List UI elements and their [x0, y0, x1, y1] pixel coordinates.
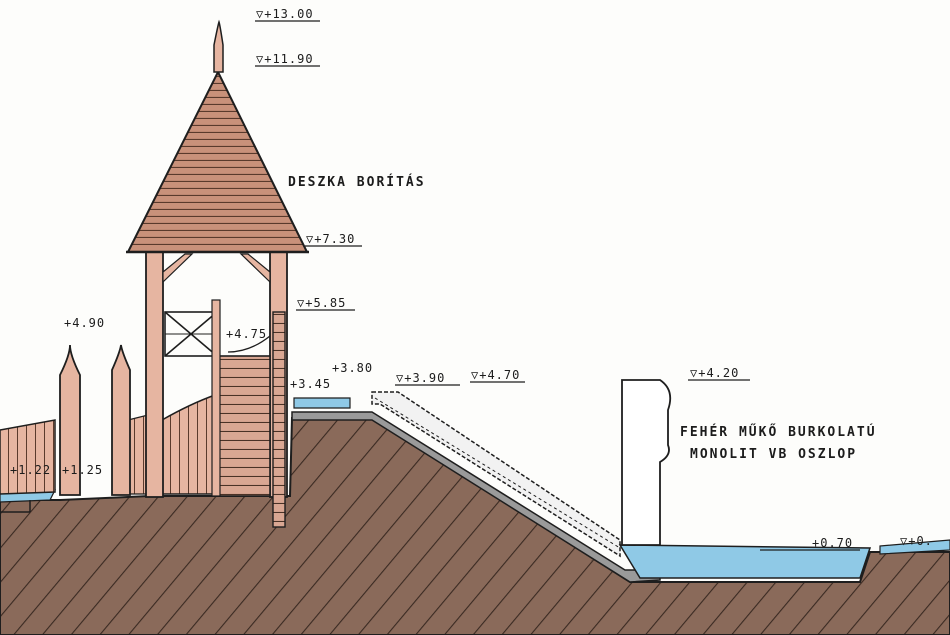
tower-roof	[126, 69, 309, 253]
level-3-80: +3.80	[332, 361, 373, 375]
slope-cladding	[371, 391, 621, 558]
level-7-30: ▽+7.30	[306, 232, 355, 246]
x-brace-railing	[164, 311, 218, 357]
water-pool-far-right	[879, 539, 950, 555]
level-1-22: +1.22	[10, 463, 51, 477]
note-pillar-line1: FEHÉR MŰKŐ BURKOLATÚ	[680, 424, 877, 440]
level-1-25: +1.25	[62, 463, 103, 477]
note-pillar-line2: MONOLIT VB OSZLOP	[690, 447, 857, 462]
left-fence	[0, 419, 56, 495]
level-4-20: ▽+4.20	[690, 366, 739, 380]
inner-fence	[127, 414, 149, 495]
level-5-85: ▽+5.85	[297, 296, 346, 310]
water-pool-top	[293, 397, 351, 409]
note-roof-cladding: DESZKA BORÍTÁS	[288, 174, 426, 190]
concrete-slope-edge	[291, 411, 661, 583]
level-13-00: ▽+13.00	[256, 7, 314, 21]
pointed-post-1	[59, 344, 81, 496]
white-pillar	[621, 379, 672, 546]
level-3-90: ▽+3.90	[396, 371, 445, 385]
level-4-70: ▽+4.70	[471, 368, 520, 382]
level-0-right: ▽+0.	[900, 534, 933, 548]
curved-fence	[161, 393, 216, 495]
level-11-90: ▽+11.90	[256, 52, 314, 66]
level-4-75: +4.75	[226, 327, 267, 341]
level-3-45: +3.45	[290, 377, 331, 391]
level-4-90: +4.90	[64, 316, 105, 330]
knee-brace-left	[162, 253, 194, 284]
stair-block	[217, 355, 271, 497]
pointed-post-2	[111, 344, 131, 496]
stair-handrail	[227, 335, 271, 353]
level-0-70: +0.70	[812, 536, 853, 550]
level-marker-lines	[255, 20, 860, 551]
tower-post-left	[145, 251, 164, 498]
knee-brace-right	[239, 253, 271, 284]
water-pool-right	[618, 544, 872, 579]
stair-newel-post	[211, 299, 221, 497]
stair-rail-post	[272, 311, 286, 528]
roof-finial	[213, 19, 224, 73]
